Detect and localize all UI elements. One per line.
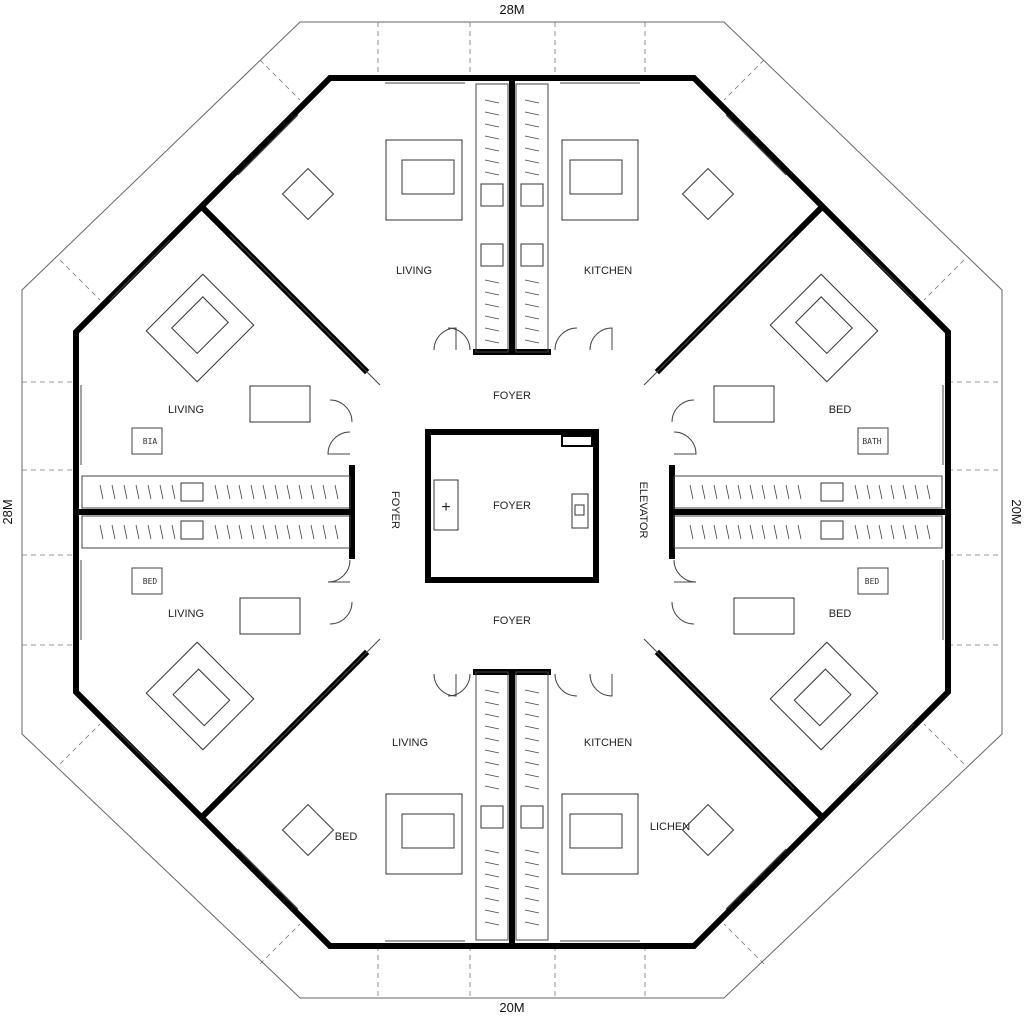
elevator-icon [571,493,589,529]
label-room-sw-small: BED [335,831,358,843]
label-room-e-upper: BED [829,404,852,416]
label-room-se-small: LICHEN [650,821,690,833]
diagonal-counters [229,234,795,790]
core-left-panel [433,479,459,531]
label-core-left: FOYER [389,491,401,529]
label-bath-e: BATH [862,437,881,446]
label-room-w-upper: LIVING [168,404,204,416]
label-bath-w: BIA [143,437,158,446]
site-boundary [21,21,1003,999]
bed-icon [145,139,879,875]
label-room-e-lower: BED [829,608,852,620]
dimension-bottom: 20M [499,1000,524,1015]
dimension-right: 20M [1009,499,1024,524]
dimension-left: 28M [0,499,15,524]
label-core-center: FOYER [493,500,531,512]
label-room-ne: KITCHEN [584,265,632,277]
cross-marker-icon: + [441,499,450,516]
dimension-top: 28M [499,2,524,17]
label-core-bottom: FOYER [493,615,531,627]
label-core-top: FOYER [493,390,531,402]
label-room-w-lower: LIVING [168,608,204,620]
door-swing-icon [327,327,697,697]
core-inner-corner [561,435,593,447]
stove-icon [180,183,844,829]
windows [80,82,944,942]
counter-hatching [99,99,931,926]
table-icon [239,167,795,857]
core-box [425,429,599,583]
label-room-se: KITCHEN [584,737,632,749]
exterior-wall [73,75,951,949]
label-bed-e: BED [865,577,880,586]
label-bed-w: BED [143,577,158,586]
label-room-nw: LIVING [396,265,432,277]
counters [81,83,943,941]
label-core-right: ELEVATOR [637,482,649,539]
dashed-grid [22,22,1002,998]
label-room-sw: LIVING [392,737,428,749]
